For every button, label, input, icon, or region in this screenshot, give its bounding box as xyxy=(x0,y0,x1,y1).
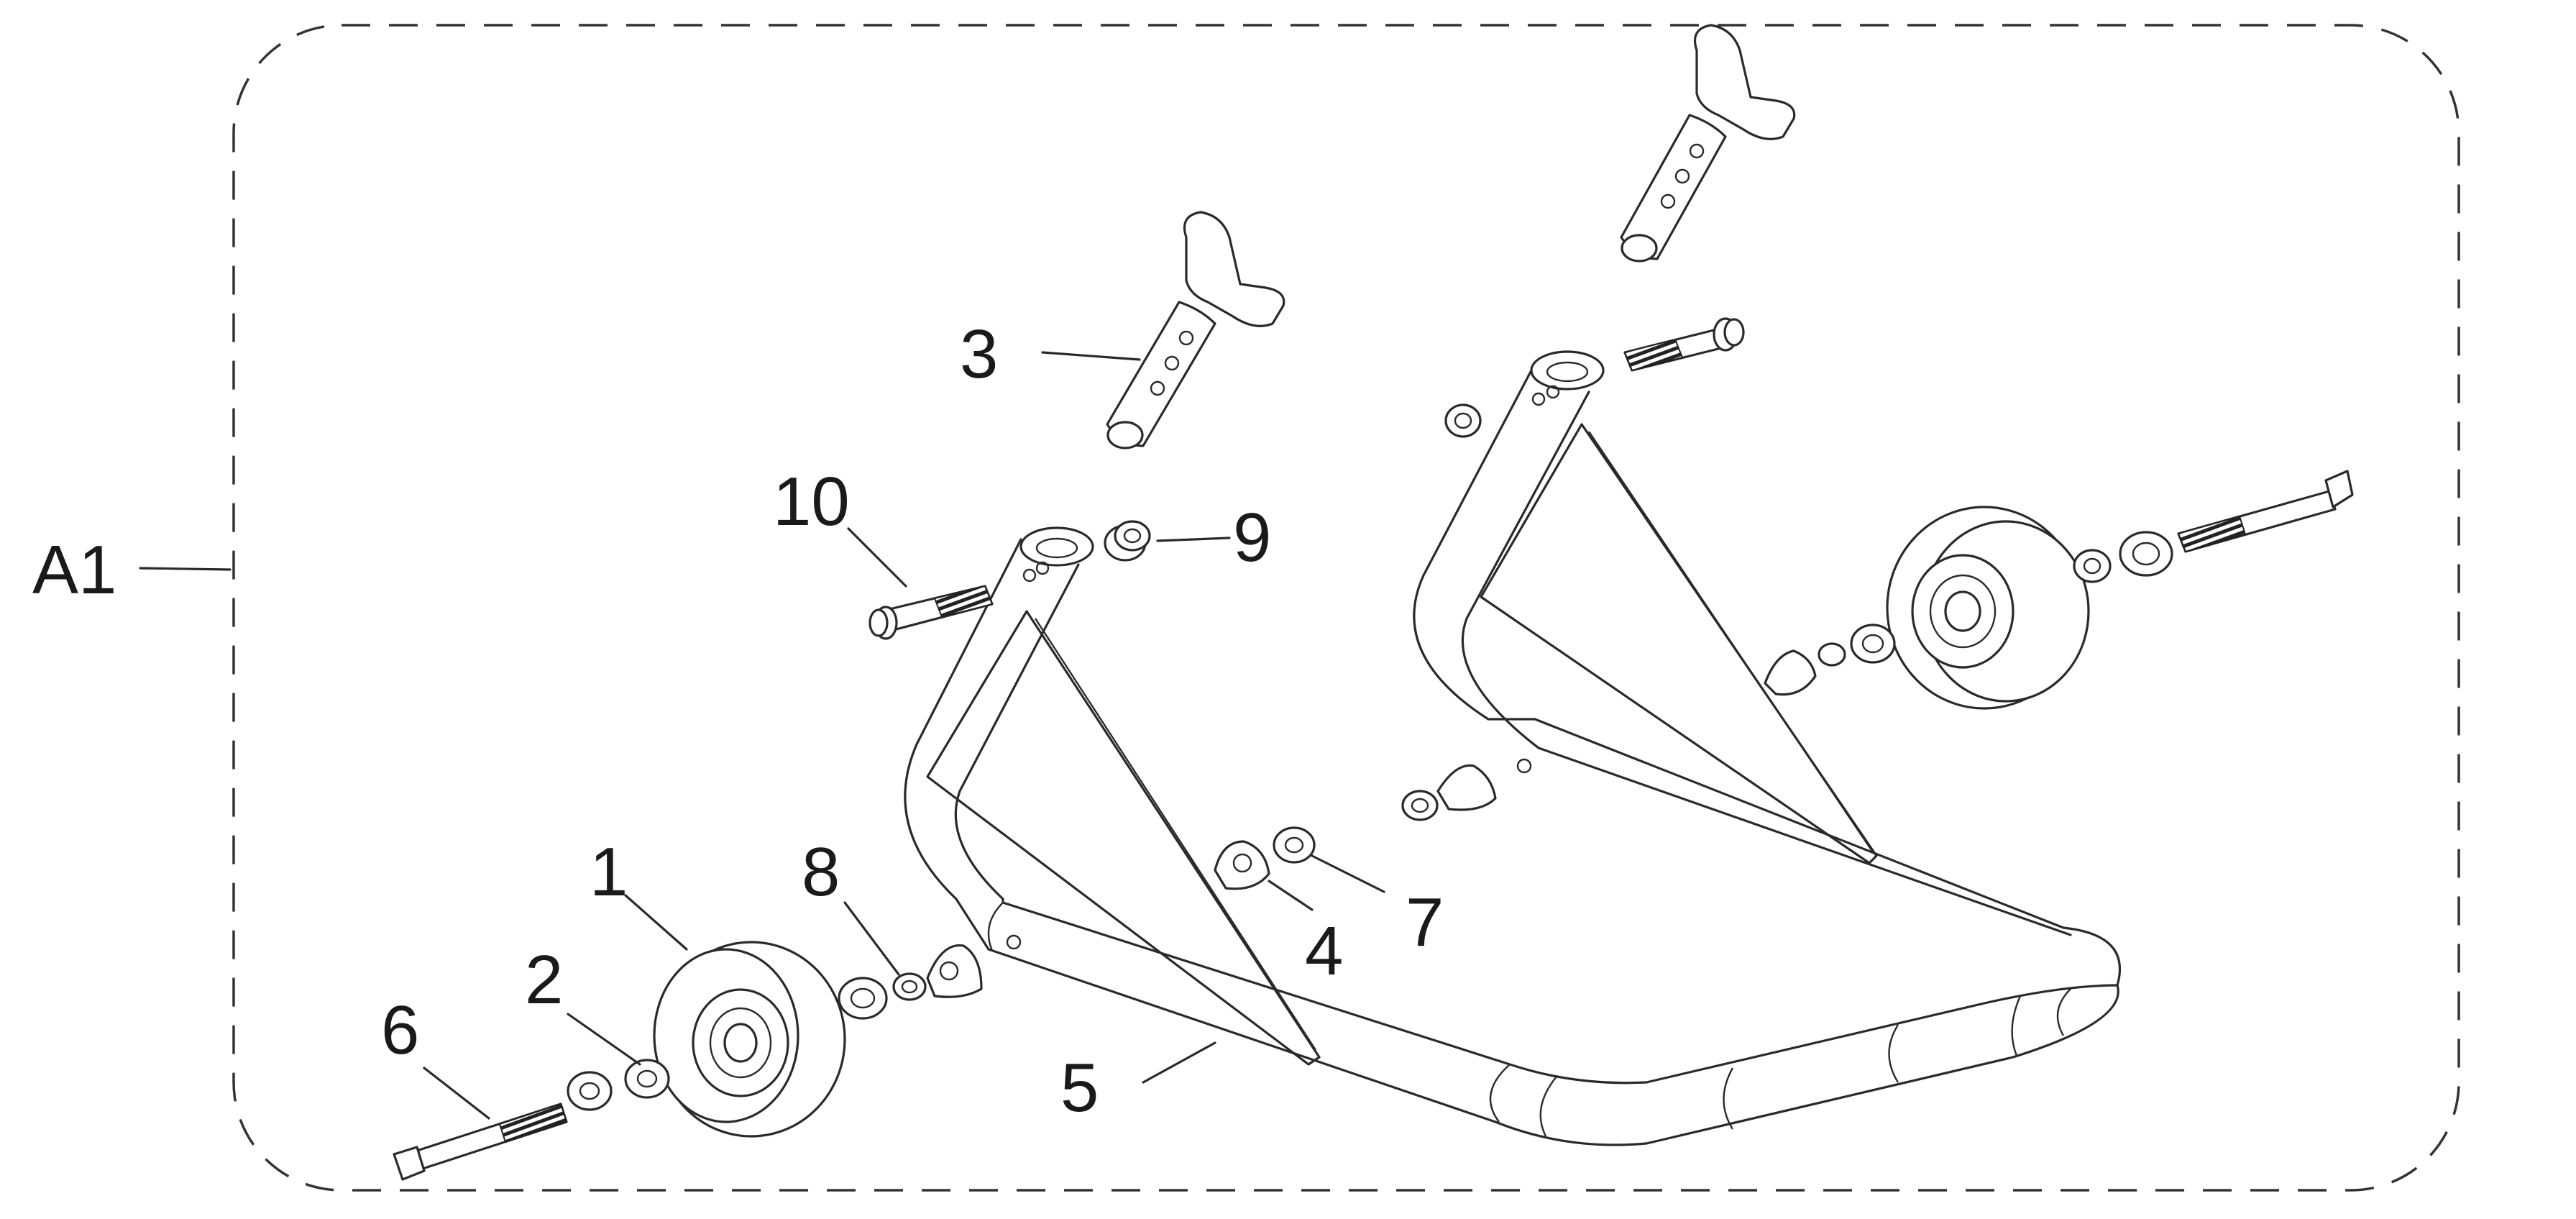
assembly-boundary xyxy=(232,24,2460,1192)
stand-frame xyxy=(904,350,2122,1146)
leader-lines xyxy=(139,351,1385,1120)
callout-2: 2 xyxy=(525,941,563,1018)
spacer-2-left xyxy=(567,1059,670,1111)
bearing-8-left xyxy=(838,972,927,1020)
nut-9-left xyxy=(1104,520,1151,562)
callout-8: 8 xyxy=(802,834,840,910)
bolt-10-left xyxy=(868,585,994,640)
wheel-assembly-right xyxy=(1764,470,2354,710)
bolt-10-right xyxy=(1623,317,1745,372)
callout-10: 10 xyxy=(773,463,850,540)
assembly-label: A1 xyxy=(32,531,116,608)
nut-7-left xyxy=(1273,826,1316,864)
callout-5: 5 xyxy=(1060,1049,1099,1126)
spacer-4-right xyxy=(1401,764,1497,821)
mount-plate-left xyxy=(926,944,983,998)
callout-9: 9 xyxy=(1233,499,1271,576)
nut-9-right xyxy=(1444,403,1482,438)
support-pin-right xyxy=(1620,24,1796,262)
callout-4: 4 xyxy=(1305,913,1343,990)
wheel-1-left xyxy=(653,941,846,1138)
callout-1: 1 xyxy=(590,834,628,910)
callout-7: 7 xyxy=(1406,884,1444,961)
callout-6: 6 xyxy=(381,992,419,1069)
spacer-4-left xyxy=(1214,840,1270,890)
support-pin-left xyxy=(1106,211,1285,449)
bolt-6-left xyxy=(393,1102,568,1181)
callout-3: 3 xyxy=(960,316,998,393)
